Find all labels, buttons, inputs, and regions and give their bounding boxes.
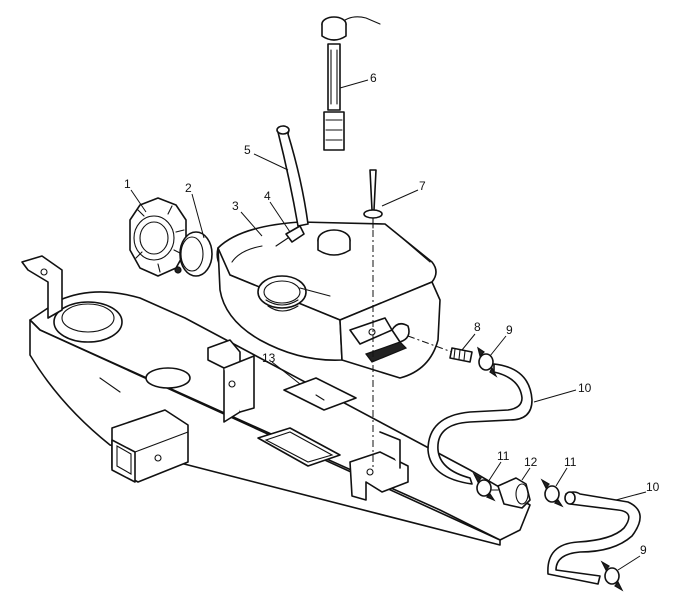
callout-labels: 1 2 3 4 5 6 7 8 9 10 11 12 11 10 9 13 xyxy=(124,71,660,557)
callout-6: 6 xyxy=(370,71,377,85)
callout-1: 1 xyxy=(124,177,131,191)
filler-cap xyxy=(129,197,187,277)
hose-clamp-lower xyxy=(600,560,624,592)
callout-10-lower: 10 xyxy=(646,480,660,494)
dipstick xyxy=(363,169,383,229)
callout-9-upper: 9 xyxy=(506,323,513,337)
callout-11-right: 11 xyxy=(564,455,577,469)
callout-4: 4 xyxy=(264,189,271,203)
hose-clamp-middle-left xyxy=(472,472,496,502)
fuel-gauge xyxy=(321,16,381,151)
fuel-tank xyxy=(216,221,441,379)
vent-hose xyxy=(276,125,309,227)
callout-7: 7 xyxy=(419,179,426,193)
callout-11-left: 11 xyxy=(497,449,510,463)
callout-12: 12 xyxy=(524,455,538,469)
leader-lines xyxy=(130,79,647,571)
callout-3: 3 xyxy=(232,199,239,213)
inline-fuel-filter xyxy=(491,477,531,509)
filler-gasket xyxy=(174,231,213,277)
fuel-hose-upper xyxy=(427,363,533,485)
callout-10-upper: 10 xyxy=(578,381,592,395)
outlet-fitting xyxy=(449,347,473,363)
callout-2: 2 xyxy=(185,181,192,195)
vent-fitting xyxy=(275,225,305,247)
hose-clamp-middle-right xyxy=(540,478,564,508)
callout-5: 5 xyxy=(244,143,251,157)
callout-9-lower: 9 xyxy=(640,543,647,557)
callout-8: 8 xyxy=(474,320,481,334)
mounting-pad xyxy=(283,377,357,411)
callout-13: 13 xyxy=(262,351,276,365)
fuel-hose-lower xyxy=(547,491,641,585)
frame-crossmember xyxy=(21,255,531,546)
